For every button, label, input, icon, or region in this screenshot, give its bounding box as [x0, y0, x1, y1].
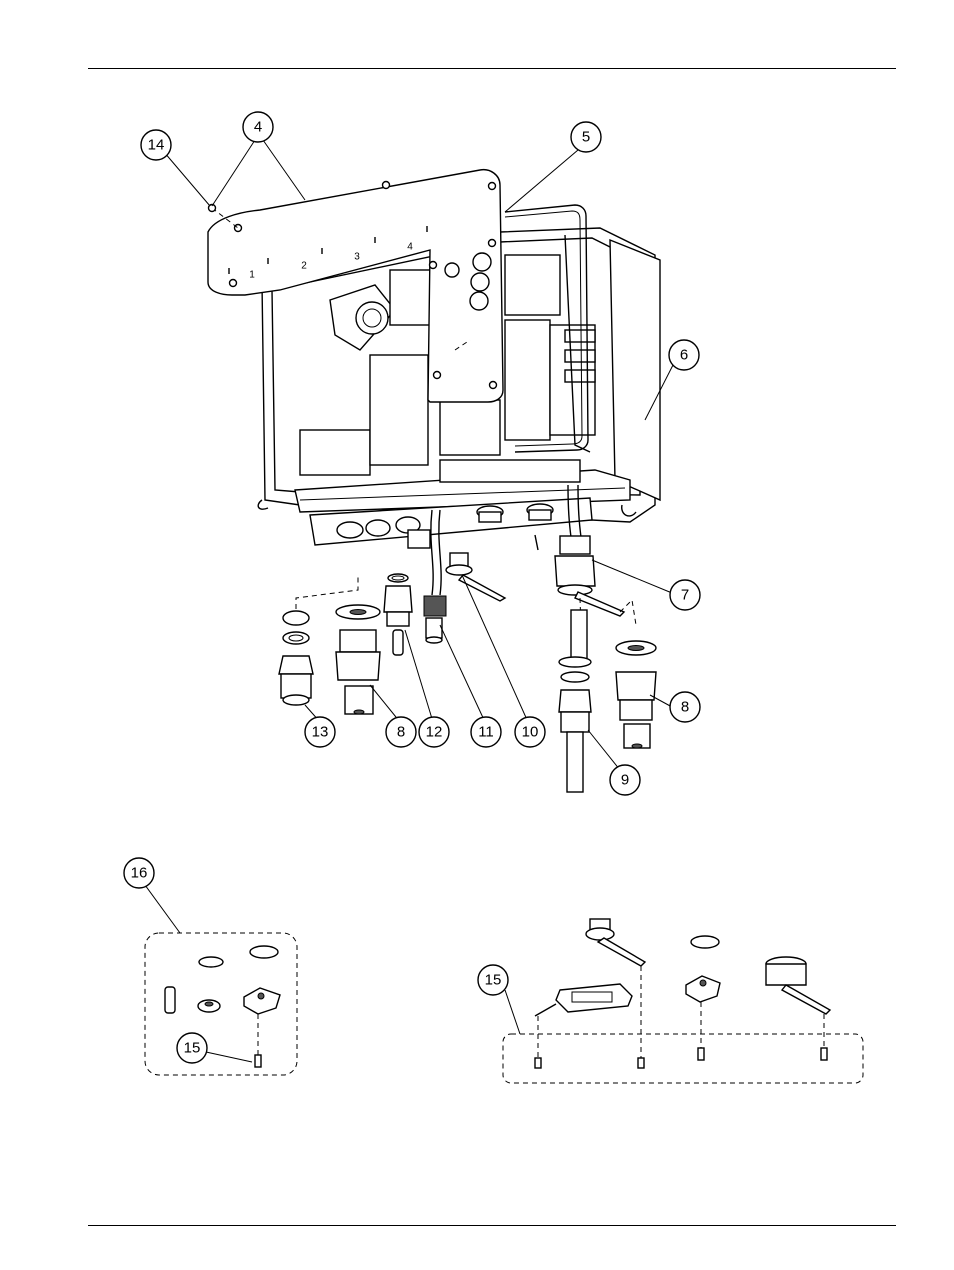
callout-4: 4 [254, 119, 262, 136]
gland-seal-right [616, 600, 656, 748]
terminal-label-3: 3 [354, 252, 360, 263]
callout-14: 14 [148, 137, 165, 154]
callout-6: 6 [680, 347, 688, 364]
threaded-gland [424, 596, 446, 643]
gland-seal-left [336, 605, 380, 714]
callout-8-left: 8 [397, 724, 405, 741]
callout-9: 9 [621, 772, 629, 789]
terminal-label-2: 2 [301, 261, 307, 272]
large-cable-gland [555, 536, 624, 616]
callout-12: 12 [426, 724, 443, 741]
terminal-label-1: 1 [249, 270, 255, 281]
spare-parts-kit [145, 933, 297, 1075]
small-gland [384, 574, 412, 655]
terminal-label-4: 4 [407, 242, 413, 253]
callout-16: 16 [131, 865, 148, 882]
callout-5: 5 [582, 129, 590, 146]
callout-8-right: 8 [681, 699, 689, 716]
conduit-gland [559, 598, 591, 792]
callout-10: 10 [522, 724, 539, 741]
callout-15-right: 15 [485, 972, 502, 989]
callout-7: 7 [681, 587, 689, 604]
callout-15-kit: 15 [184, 1040, 201, 1057]
accessory-set [503, 919, 863, 1083]
strain-relief [446, 553, 505, 601]
callout-11: 11 [478, 724, 494, 741]
callout-13: 13 [312, 724, 329, 741]
